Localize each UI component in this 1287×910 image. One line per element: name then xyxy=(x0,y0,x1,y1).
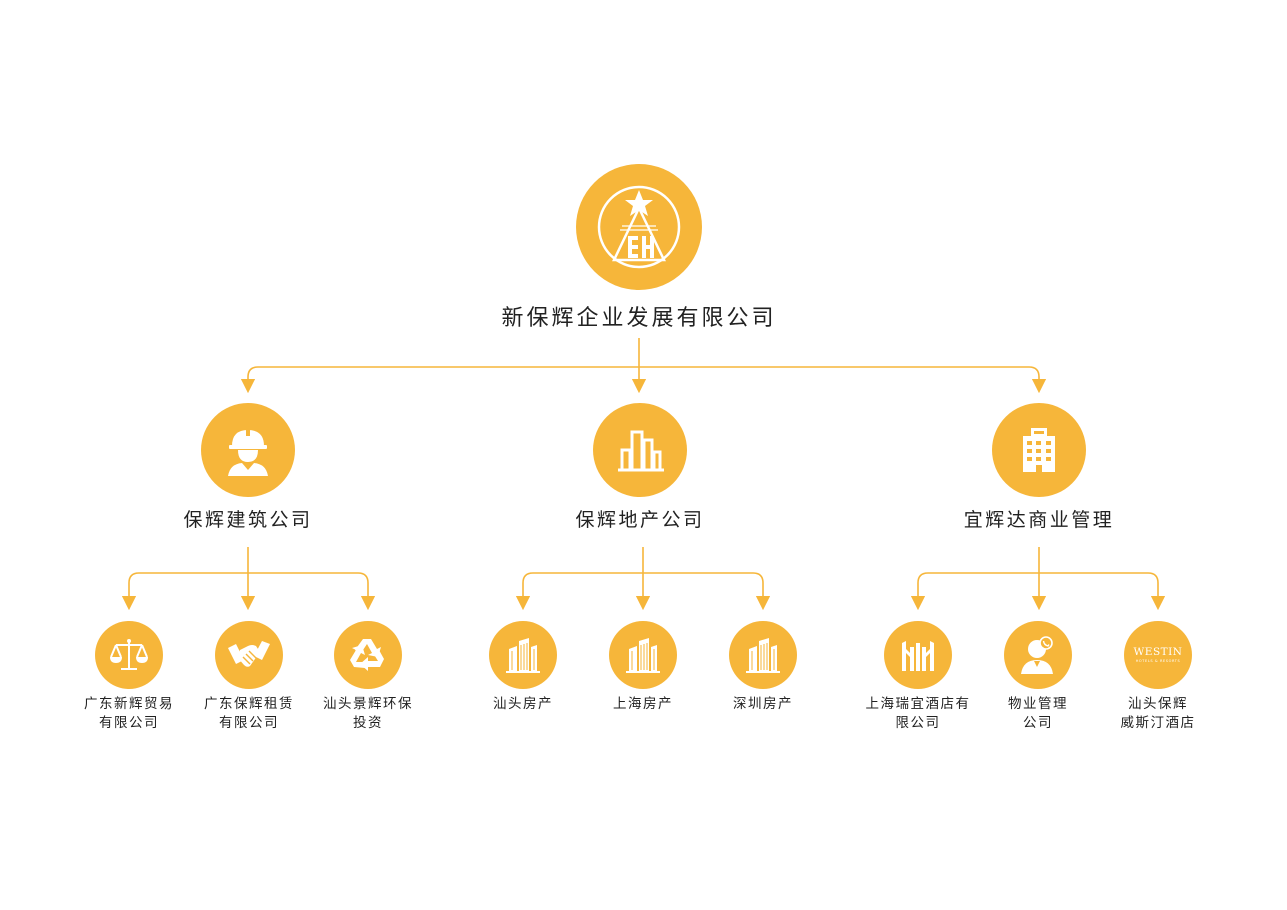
leaf-circle xyxy=(1004,621,1072,689)
westin-logo-icon: WESTIN HOTELS & RESORTS xyxy=(1133,645,1183,663)
leaf-label: 上海瑞宜酒店有限公司 xyxy=(865,696,971,731)
connector-root-branch-right xyxy=(639,366,1047,394)
connector-group3-right xyxy=(1039,572,1166,611)
group-construction-circle xyxy=(201,403,295,497)
connector-group1-left xyxy=(121,572,248,611)
leaf-label: 汕头房产 xyxy=(493,696,553,712)
office-building-icon xyxy=(1023,428,1055,472)
org-leaf-shenzhen-property: 深圳房产 xyxy=(703,621,823,714)
customer-service-icon xyxy=(1021,636,1053,674)
skyscraper-icon xyxy=(626,638,660,673)
leaf-circle xyxy=(609,621,677,689)
group-real-estate-circle xyxy=(593,403,687,497)
leaf-circle xyxy=(729,621,797,689)
handshake-icon xyxy=(228,641,270,667)
org-group-construction: 保辉建筑公司 xyxy=(148,403,348,532)
buildings-icon xyxy=(618,430,664,472)
leaf-label: 汕头保辉威斯汀酒店 xyxy=(1120,696,1196,731)
org-leaf-shanghai-ruiyi-hotel: 上海瑞宜酒店有限公司 xyxy=(858,621,978,733)
org-root-node: 新保辉企业发展有限公司 xyxy=(489,164,789,332)
recycle-icon xyxy=(350,639,384,671)
skyscraper-icon xyxy=(506,638,540,673)
group-commercial-circle xyxy=(992,403,1086,497)
org-leaf-shantou-jinghui-env: 汕头景辉环保投资 xyxy=(308,621,428,733)
org-leaf-guangdong-xinhui-trade: 广东新辉贸易有限公司 xyxy=(69,621,189,733)
leaf-label: 深圳房产 xyxy=(733,696,793,712)
leaf-circle xyxy=(489,621,557,689)
hotel-facade-icon xyxy=(902,641,934,671)
org-leaf-guangdong-baohui-leasing: 广东保辉租赁有限公司 xyxy=(189,621,309,733)
leaf-circle xyxy=(95,621,163,689)
leaf-circle xyxy=(884,621,952,689)
org-leaf-property-management: 物业管理公司 xyxy=(978,621,1098,733)
leaf-label: 物业管理公司 xyxy=(1008,696,1068,731)
group-real-estate-label: 保辉地产公司 xyxy=(575,509,705,531)
leaf-label: 广东新辉贸易有限公司 xyxy=(84,696,174,731)
connector-group1-right xyxy=(248,572,376,611)
connector-group2-left xyxy=(515,572,643,611)
connector-group3-left xyxy=(910,572,1039,611)
group-construction-label: 保辉建筑公司 xyxy=(183,509,313,531)
leaf-label: 上海房产 xyxy=(613,696,673,712)
root-circle xyxy=(576,164,702,290)
org-group-commercial: 宜辉达商业管理 xyxy=(939,403,1139,532)
leaf-circle xyxy=(215,621,283,689)
root-label: 新保辉企业发展有限公司 xyxy=(501,306,777,331)
org-leaf-shantou-westin-hotel: WESTIN HOTELS & RESORTS 汕头保辉威斯汀酒店 xyxy=(1098,621,1218,733)
bh-emblem-logo-icon xyxy=(597,185,681,269)
connector-root-branch-left xyxy=(240,366,639,394)
construction-worker-icon xyxy=(228,428,268,476)
leaf-label: 汕头景辉环保投资 xyxy=(323,696,413,731)
balance-scale-icon xyxy=(110,639,148,670)
org-leaf-shanghai-property: 上海房产 xyxy=(583,621,703,714)
leaf-circle: WESTIN HOTELS & RESORTS xyxy=(1124,621,1192,689)
org-leaf-shantou-property: 汕头房产 xyxy=(463,621,583,714)
group-commercial-label: 宜辉达商业管理 xyxy=(963,509,1115,531)
leaf-label: 广东保辉租赁有限公司 xyxy=(204,696,294,731)
skyscraper-icon xyxy=(746,638,780,673)
leaf-circle xyxy=(334,621,402,689)
connector-group2-right xyxy=(643,572,771,611)
org-group-real-estate: 保辉地产公司 xyxy=(540,403,740,532)
